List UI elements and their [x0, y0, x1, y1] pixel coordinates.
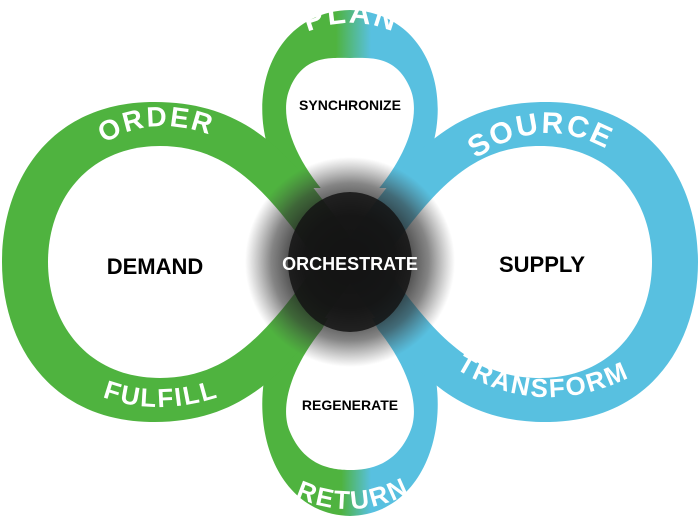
orchestrate-center: [245, 157, 455, 367]
synchronize-label: SYNCHRONIZE: [299, 97, 401, 113]
demand-label: DEMAND: [107, 254, 204, 279]
regenerate-label: REGENERATE: [302, 397, 398, 413]
supply-label: SUPPLY: [499, 252, 585, 277]
supply-loop: [340, 101, 698, 423]
orchestrate-label: ORCHESTRATE: [282, 254, 418, 274]
demand-loop: [2, 101, 360, 423]
